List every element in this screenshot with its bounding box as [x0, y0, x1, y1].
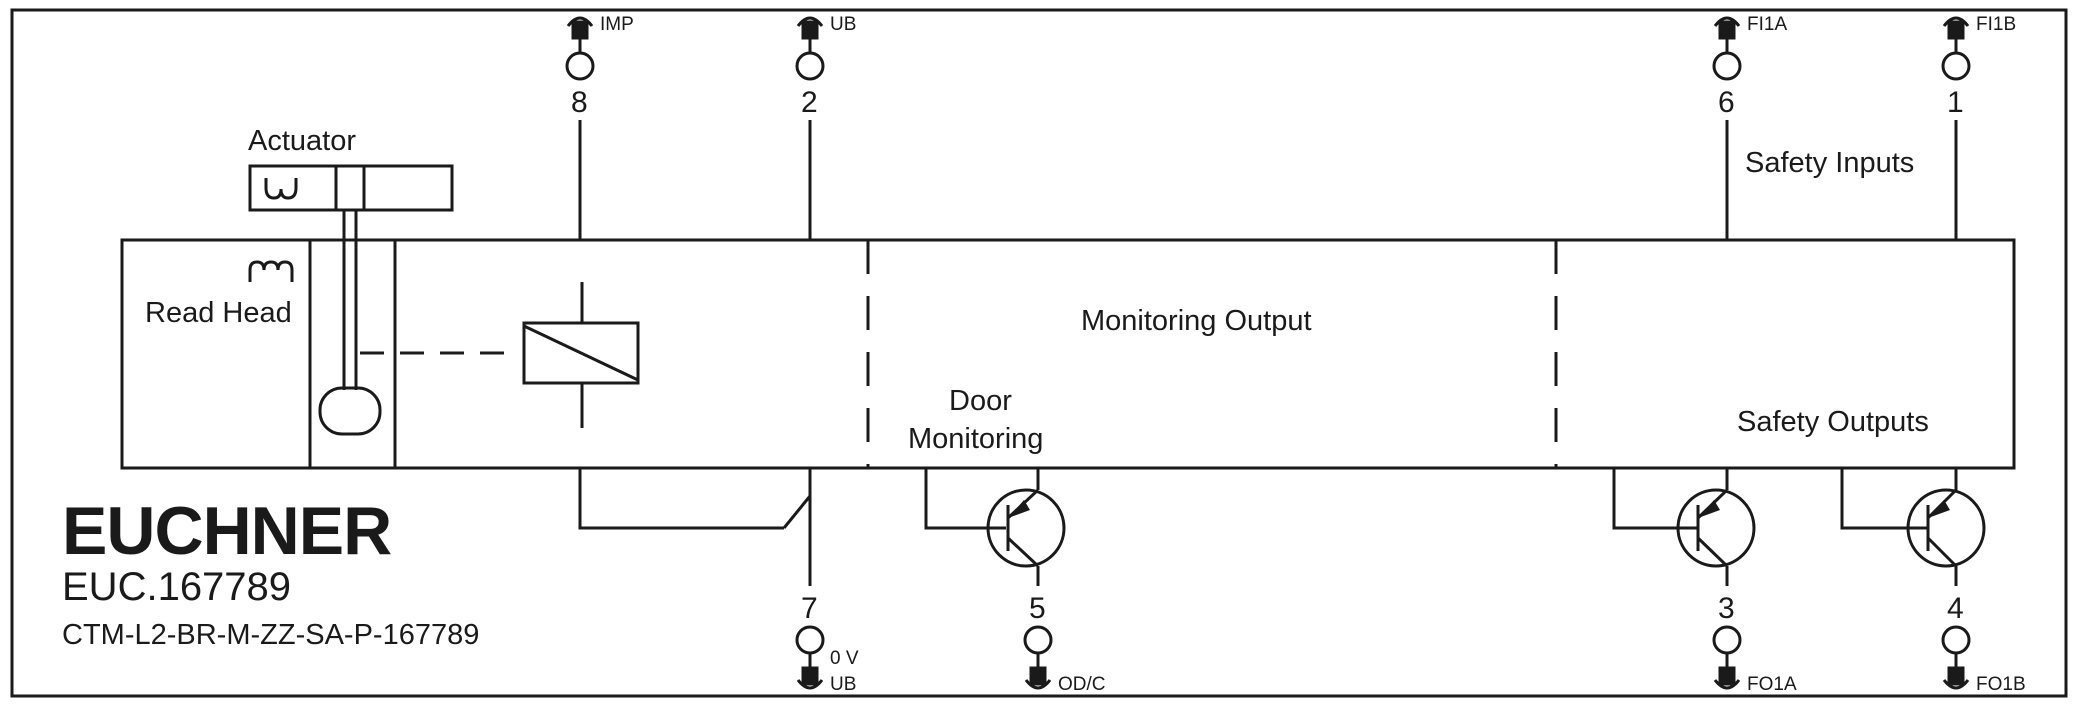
terminal-number: 5	[1029, 592, 1046, 625]
terminal-top-6	[1712, 16, 1742, 81]
read-head-coil-icon	[248, 260, 294, 282]
terminal-bottom-7	[795, 625, 825, 690]
terminal-signal: IMP	[600, 14, 634, 35]
outer-frame	[10, 8, 2068, 698]
order-number: EUC.167789	[62, 565, 291, 609]
terminal-number: 6	[1718, 86, 1735, 119]
terminal-number: 3	[1718, 592, 1735, 625]
safety-outputs-label: Safety Outputs	[1737, 406, 1929, 438]
terminal-signal: UB	[830, 674, 856, 695]
device-body	[120, 238, 2016, 470]
actuator-symbol	[264, 178, 298, 200]
safety-inputs-label: Safety Inputs	[1745, 147, 1914, 179]
type-code: CTM-L2-BR-M-ZZ-SA-P-167789	[62, 619, 479, 651]
read-head-label: Read Head	[145, 297, 292, 329]
terminal-top-1	[1941, 16, 1971, 81]
terminal-top-8	[565, 16, 595, 81]
terminal-top-2	[795, 16, 825, 81]
terminal-signal: FI1B	[1976, 14, 2016, 35]
actuator-bar	[248, 164, 454, 212]
actuator-label: Actuator	[248, 125, 356, 157]
terminal-signal: OD/C	[1058, 674, 1106, 695]
terminal-signal: FI1A	[1747, 14, 1787, 35]
terminal-signal: UB	[830, 14, 856, 35]
terminal-number: 1	[1947, 86, 1964, 119]
terminal-number: 8	[571, 86, 588, 119]
terminal-signal: FO1B	[1976, 674, 2026, 695]
terminal-bottom-4	[1941, 625, 1971, 690]
terminal-number: 2	[801, 86, 818, 119]
terminal-number: 7	[801, 592, 818, 625]
actuator-plunger	[318, 386, 382, 436]
terminal-signal: 0 V	[830, 648, 859, 669]
door-monitoring-label-1: Door	[949, 385, 1012, 417]
monitoring-output-label: Monitoring Output	[1081, 305, 1312, 337]
terminal-bottom-5	[1023, 625, 1053, 690]
terminal-signal: FO1A	[1747, 674, 1797, 695]
euchner-logo: EUCHNER	[62, 493, 391, 569]
door-monitoring-label-2: Monitoring	[908, 423, 1043, 455]
terminal-number: 4	[1947, 592, 1964, 625]
terminal-bottom-3	[1712, 625, 1742, 690]
